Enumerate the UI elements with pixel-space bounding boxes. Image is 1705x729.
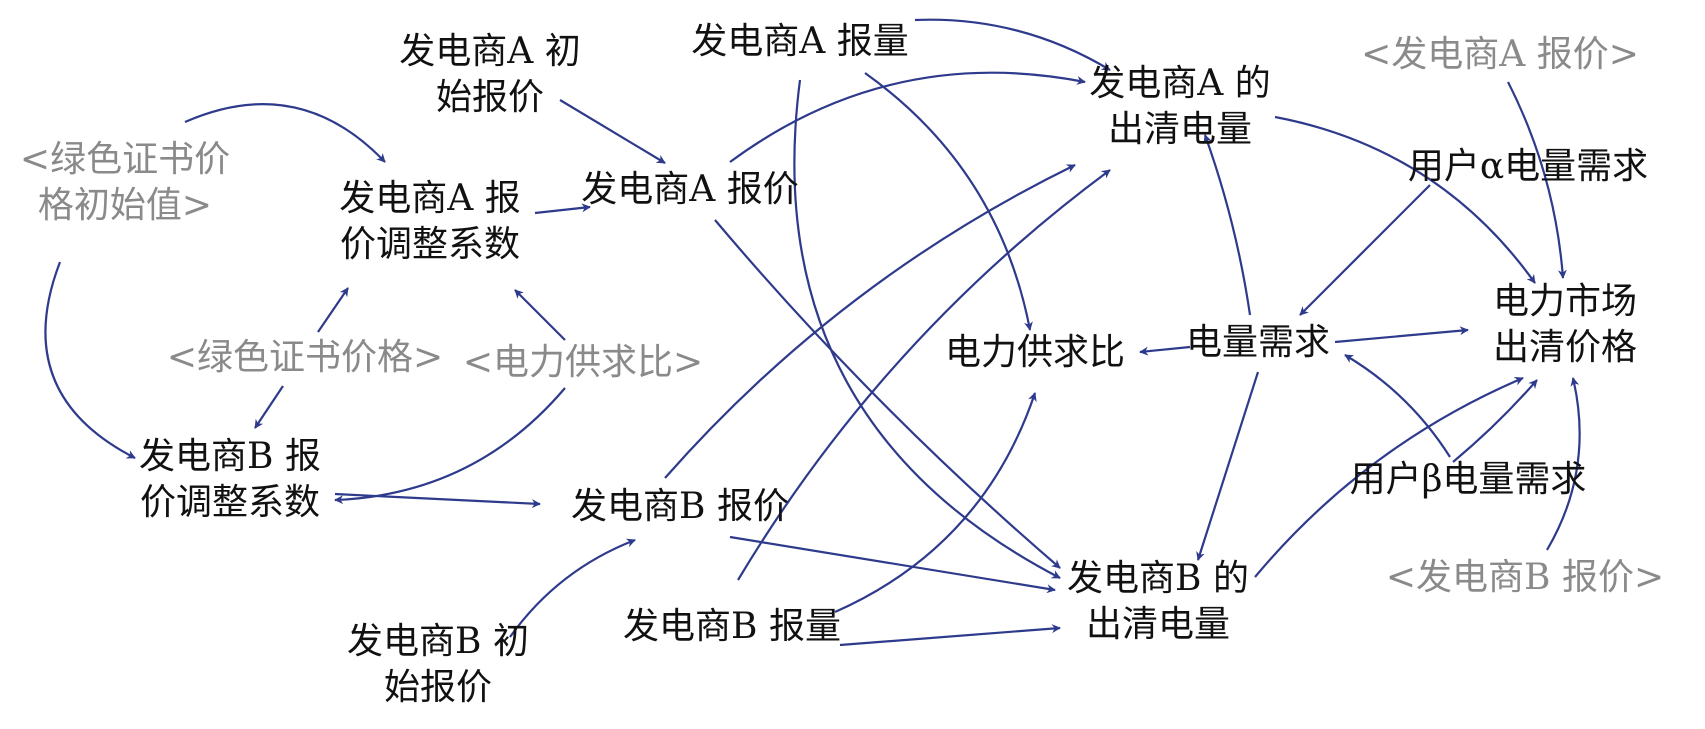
node-label-line: <发电商B 报价> xyxy=(1385,557,1665,598)
edge-b-quote-to-b-cleared xyxy=(729,535,1056,594)
edge-shadow-green-to-b-adjust xyxy=(254,385,284,429)
edge-shadow-b-quote-to-market-price xyxy=(1546,377,1581,551)
node-b-cleared: 发电商B 的出清电量 xyxy=(1067,556,1249,648)
node-label-line: 发电商A 的 xyxy=(1089,63,1271,104)
node-label-line: 电力供求比 xyxy=(944,332,1126,373)
node-label-line: 发电商B 报 xyxy=(139,436,321,477)
node-label-line: 发电商B 报价 xyxy=(571,486,789,527)
node-label-line: 价调整系数 xyxy=(139,482,320,523)
node-user-beta: 用户β电量需求 xyxy=(1350,457,1587,503)
node-a-cleared: 发电商A 的出清电量 xyxy=(1089,61,1270,153)
node-label-line: 用户β电量需求 xyxy=(1349,459,1587,500)
node-b-adjust: 发电商B 报价调整系数 xyxy=(139,434,321,526)
node-user-alpha: 用户α电量需求 xyxy=(1408,144,1648,190)
node-label-line: 发电商B 的 xyxy=(1067,558,1249,599)
node-label-line: 发电商A 报量 xyxy=(691,21,909,62)
node-supply-ratio: 电力供求比 xyxy=(945,330,1125,376)
node-b-quantity: 发电商B 报量 xyxy=(623,604,841,650)
node-label-line: 出清电量 xyxy=(1085,604,1230,645)
node-shadow-supply-ratio: <电力供求比> xyxy=(463,340,703,386)
edge-a-quantity-to-b-cleared xyxy=(793,79,1061,579)
edge-a-quantity-to-a-cleared xyxy=(914,18,1111,71)
node-shadow-green-init: <绿色证书价格初始值> xyxy=(20,137,230,229)
edge-demand-to-b-cleared xyxy=(1196,371,1260,561)
node-a-adjust: 发电商A 报价调整系数 xyxy=(339,176,520,268)
edge-a-quote-to-b-cleared xyxy=(714,219,1061,569)
node-market-price: 电力市场出清价格 xyxy=(1493,279,1637,371)
node-a-initial-quote: 发电商A 初始报价 xyxy=(399,29,580,121)
node-label-line: 发电商A 报 xyxy=(339,178,521,219)
edge-a-initial-quote-to-a-quote xyxy=(559,99,666,164)
node-label-line: 发电商A 初 xyxy=(399,31,581,72)
node-demand: 电量需求 xyxy=(1186,320,1330,366)
edge-demand-to-a-cleared xyxy=(1203,134,1252,316)
edge-demand-to-market-price xyxy=(1334,326,1469,344)
node-label-line: 电量需求 xyxy=(1185,322,1331,363)
edge-b-quantity-to-a-cleared xyxy=(737,169,1111,581)
edge-b-quote-to-a-cleared xyxy=(664,164,1076,479)
edge-b-initial-quote-to-b-quote xyxy=(509,538,636,638)
node-a-quote: 发电商A 报价 xyxy=(581,167,798,213)
edge-user-alpha-to-demand xyxy=(1299,184,1431,316)
node-a-quantity: 发电商A 报量 xyxy=(691,19,908,65)
node-label-line: 始报价 xyxy=(435,77,545,118)
edge-shadow-green-to-a-adjust xyxy=(317,287,349,333)
edge-a-adjust-to-a-quote xyxy=(534,203,591,215)
node-label-line: 电力市场 xyxy=(1492,281,1638,322)
edge-shadow-green-init-to-b-adjust xyxy=(44,261,136,459)
node-label-line: <绿色证书价格> xyxy=(166,337,444,378)
node-shadow-green: <绿色证书价格> xyxy=(167,335,443,381)
edge-demand-to-supply-ratio xyxy=(1139,345,1191,356)
node-label-line: 用户α电量需求 xyxy=(1407,146,1649,187)
node-b-initial-quote: 发电商B 初始报价 xyxy=(347,619,529,711)
edge-a-cleared-to-market-price xyxy=(1274,115,1536,284)
edge-user-beta-to-demand xyxy=(1344,354,1451,458)
edge-shadow-a-quote-to-market-price xyxy=(1507,81,1567,279)
node-label-line: 出清电量 xyxy=(1107,109,1253,150)
node-label-line: <发电商A 报价> xyxy=(1361,34,1639,75)
node-label-line: 发电商B 初 xyxy=(347,621,529,662)
node-label-line: 始报价 xyxy=(383,667,492,708)
node-b-quote: 发电商B 报价 xyxy=(571,484,789,530)
edge-shadow-green-init-to-a-adjust xyxy=(184,103,386,163)
node-shadow-b-quote: <发电商B 报价> xyxy=(1386,555,1664,601)
node-label-line: 出清价格 xyxy=(1492,327,1638,368)
edge-a-quantity-to-supply-ratio xyxy=(864,72,1033,331)
edge-b-quantity-to-supply-ratio xyxy=(834,392,1037,614)
node-label-line: 发电商B 报量 xyxy=(623,606,841,647)
node-label-line: 价调整系数 xyxy=(339,224,521,265)
node-label-line: <电力供求比> xyxy=(462,342,704,383)
edge-a-quote-to-a-cleared xyxy=(729,71,1086,163)
edge-shadow-supply-ratio-to-b-adjust xyxy=(334,387,566,505)
edge-b-cleared-to-market-price xyxy=(1254,376,1524,578)
edge-shadow-supply-ratio-to-a-adjust xyxy=(514,289,566,341)
edge-b-quantity-to-b-cleared xyxy=(839,624,1061,647)
node-shadow-a-quote: <发电商A 报价> xyxy=(1361,32,1639,78)
node-label-line: <绿色证书价 xyxy=(19,139,231,180)
node-label-line: 格初始值> xyxy=(37,185,213,226)
edge-user-beta-to-market-price xyxy=(1452,379,1538,463)
edge-b-adjust-to-b-quote xyxy=(334,492,541,509)
node-label-line: 发电商A 报价 xyxy=(581,169,799,210)
